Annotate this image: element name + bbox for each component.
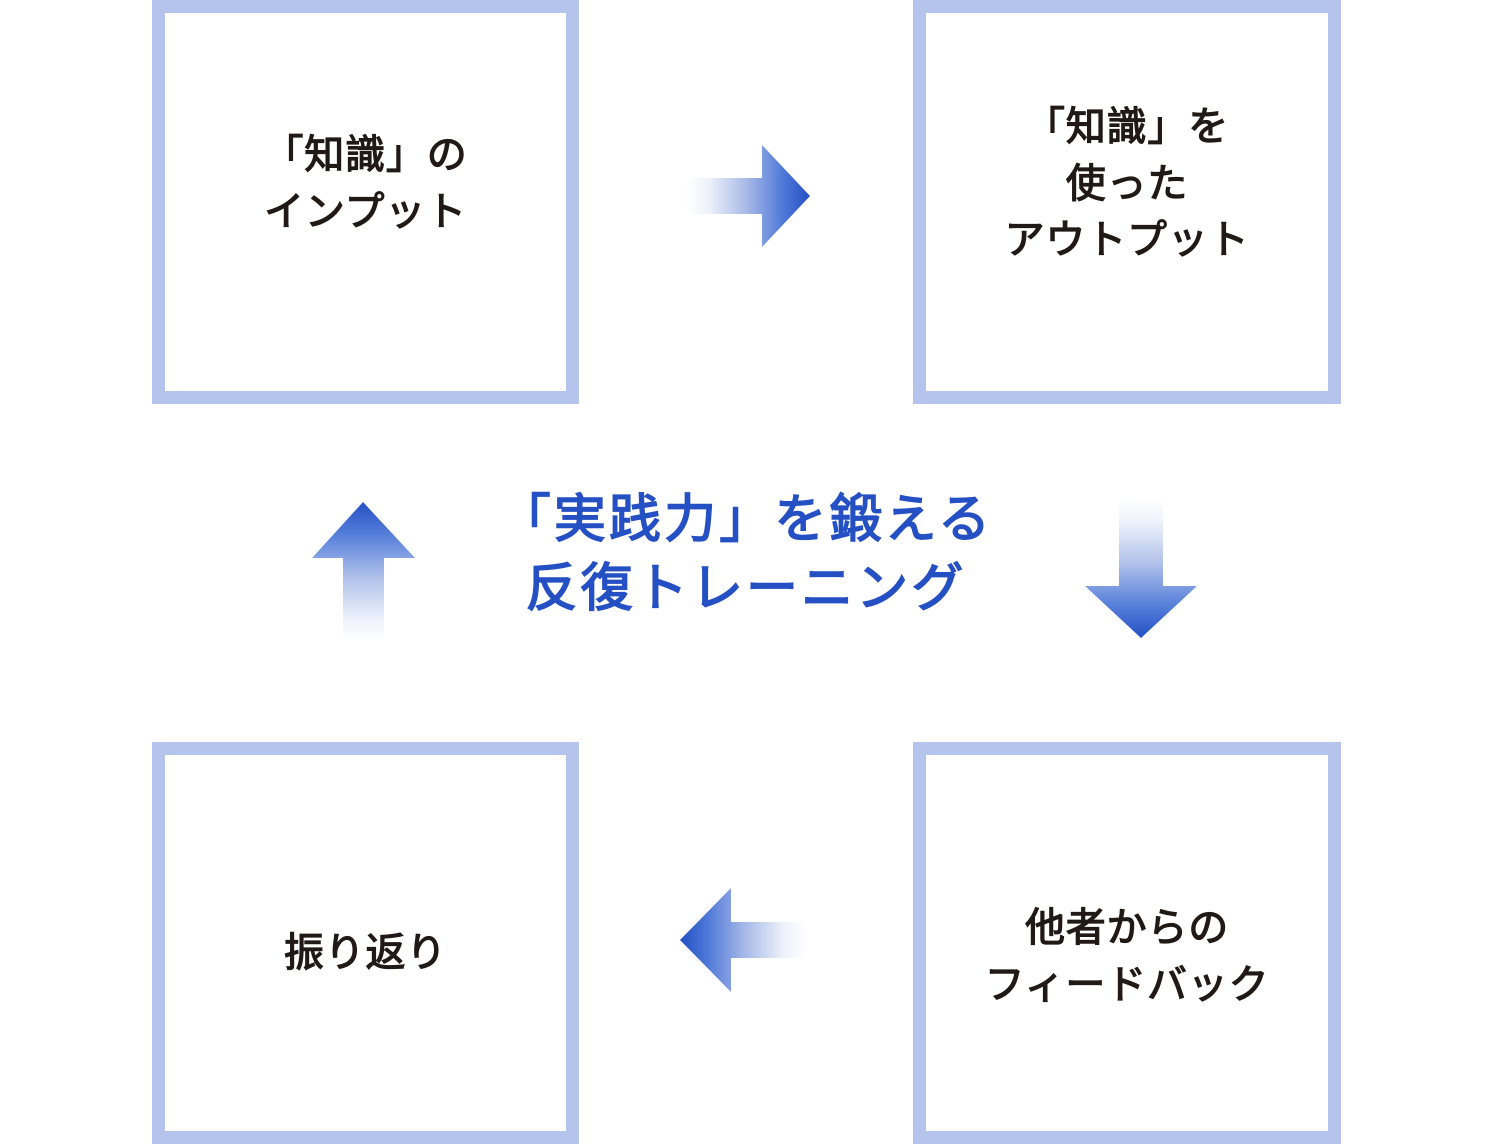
cycle-caption: 「実践力」を鍛える 反復トレーニング (498, 492, 994, 619)
box-reflection: 振り返り (152, 742, 579, 1144)
box-knowledge-input-label: 「知識」の インプット (263, 133, 468, 234)
arrow-left-icon (680, 888, 807, 992)
arrow-up-icon (312, 502, 415, 642)
box-reflection-label: 振り返り (283, 930, 448, 975)
box-knowledge-input: 「知識」の インプット (152, 0, 579, 404)
box-knowledge-output: 「知識」を 使った アウトプット (913, 0, 1341, 404)
box-feedback-label: 他者からの フィードバック (984, 906, 1270, 1007)
arrow-down-icon (1085, 500, 1197, 638)
arrow-right-icon (686, 145, 810, 247)
box-feedback: 他者からの フィードバック (913, 742, 1341, 1144)
box-knowledge-output-label: 「知識」を 使った アウトプット (1004, 104, 1250, 263)
